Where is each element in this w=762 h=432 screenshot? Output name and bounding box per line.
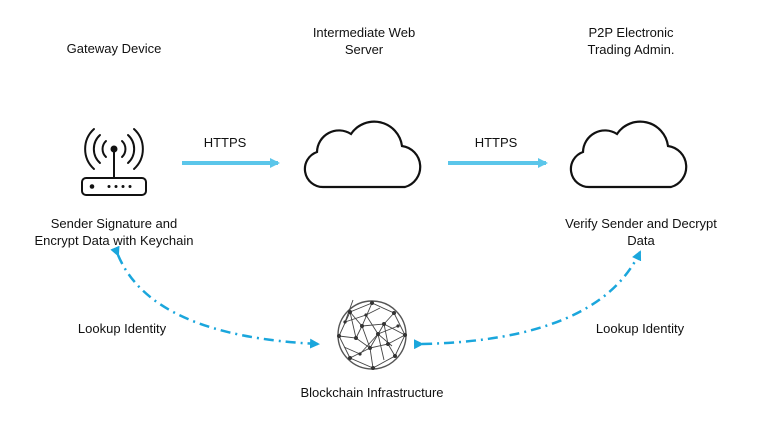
blockchain-caption: Blockchain Infrastructure	[300, 385, 444, 400]
admin-title: P2P Electronic Trading Admin.	[587, 25, 675, 57]
lookup-arrow-left	[110, 245, 320, 349]
web-server-title: Intermediate Web Server	[312, 25, 416, 57]
lookup-identity-label-right: Lookup Identity	[595, 321, 685, 336]
cloud-icon	[303, 120, 422, 189]
lookup-arrow-right	[413, 250, 642, 350]
lookup-identity-label-left: Lookup Identity	[77, 321, 167, 336]
https-label-left: HTTPS	[203, 135, 247, 150]
gateway-caption: Sender Signature and Encrypt Data with K…	[34, 216, 194, 248]
wifi-router-icon	[81, 128, 147, 196]
blockchain-node-dots	[337, 301, 407, 370]
router-led-dots	[89, 184, 132, 189]
cloud-icon	[569, 120, 688, 189]
admin-caption: Verify Sender and Decrypt Data	[565, 216, 717, 248]
gateway-title: Gateway Device	[66, 41, 162, 56]
https-label-right: HTTPS	[474, 135, 518, 150]
